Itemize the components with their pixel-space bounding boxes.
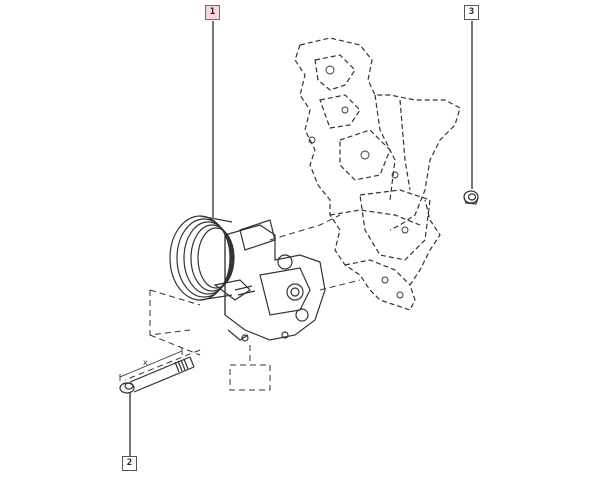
compressor-body xyxy=(169,215,326,342)
bracket-details xyxy=(308,65,409,299)
projection-lines xyxy=(124,214,361,391)
engine-bracket xyxy=(294,37,461,311)
nut xyxy=(463,190,479,205)
leader-line-1 xyxy=(212,21,214,219)
callout-part-2[interactable]: 2 xyxy=(122,456,137,471)
dimension-label: x xyxy=(143,358,148,367)
bolt xyxy=(119,348,195,394)
leader-line-3 xyxy=(471,21,473,189)
callout-part-3[interactable]: 3 xyxy=(464,5,479,20)
leader-line-2 xyxy=(129,393,131,456)
callout-part-1[interactable]: 1 xyxy=(205,5,220,20)
